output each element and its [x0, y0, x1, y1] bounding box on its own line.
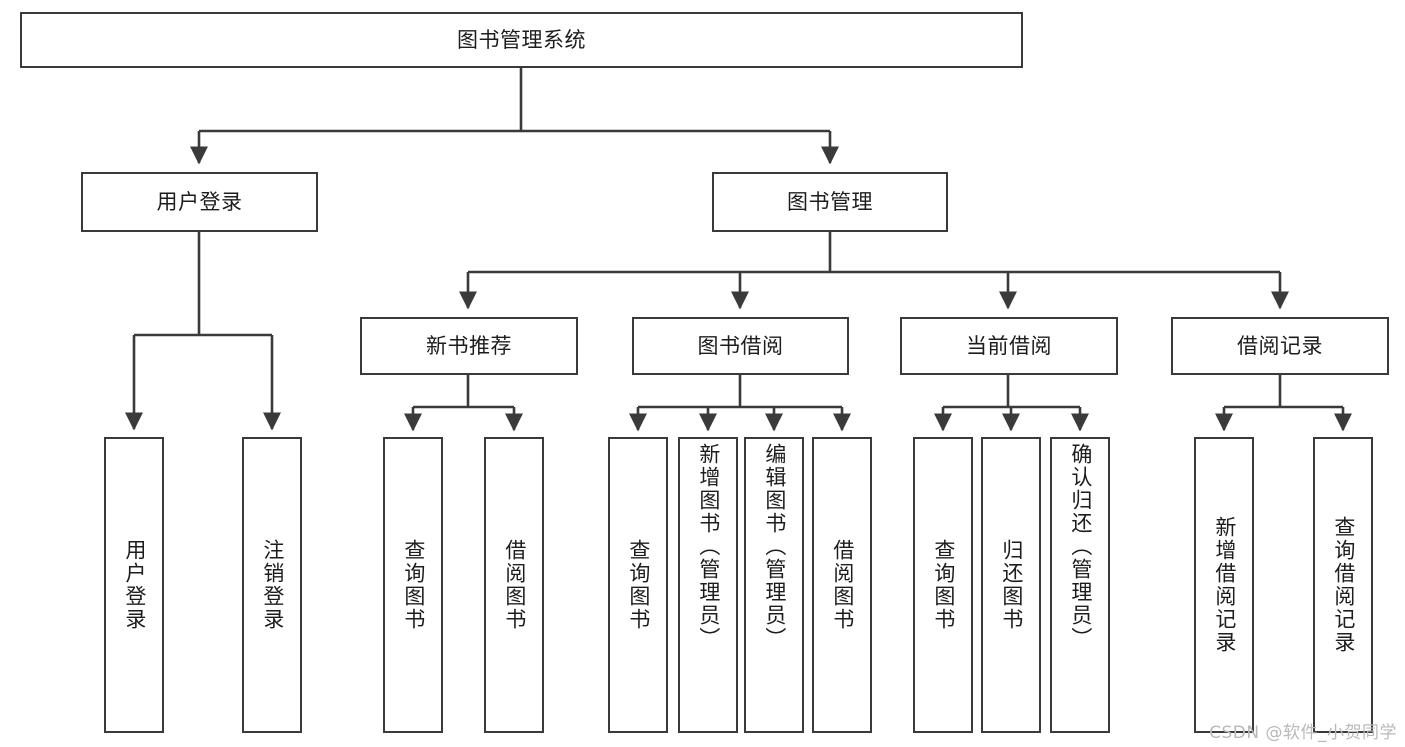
- node-leaf-add-book-label: 新增图书（管理员）: [696, 443, 721, 650]
- node-borrow-record-label: 借阅记录: [1237, 333, 1323, 358]
- node-leaf-user-login-label: 用户登录: [122, 539, 147, 631]
- node-leaf-query-book-2[interactable]: 查询图书: [608, 437, 668, 733]
- node-leaf-return-book[interactable]: 归还图书: [981, 437, 1041, 733]
- node-leaf-add-record-label: 新增借阅记录: [1212, 516, 1237, 654]
- node-leaf-query-book-3[interactable]: 查询图书: [913, 437, 973, 733]
- node-root-label: 图书管理系统: [457, 27, 586, 52]
- node-current-borrow-label: 当前借阅: [966, 333, 1052, 358]
- node-leaf-borrow-book-1-label: 借阅图书: [502, 539, 527, 631]
- node-leaf-borrow-book-2-label: 借阅图书: [830, 539, 855, 631]
- node-leaf-query-record[interactable]: 查询借阅记录: [1313, 437, 1373, 733]
- node-book-manage[interactable]: 图书管理: [712, 172, 948, 232]
- node-leaf-logout-label: 注销登录: [260, 539, 285, 631]
- node-new-book-rec-label: 新书推荐: [426, 333, 512, 358]
- node-leaf-query-record-label: 查询借阅记录: [1331, 516, 1356, 654]
- node-current-borrow[interactable]: 当前借阅: [900, 317, 1118, 375]
- node-new-book-rec[interactable]: 新书推荐: [360, 317, 578, 375]
- node-leaf-query-book-1[interactable]: 查询图书: [383, 437, 443, 733]
- node-leaf-borrow-book-1[interactable]: 借阅图书: [484, 437, 544, 733]
- watermark-text: CSDN @软件_小贺同学: [1209, 723, 1397, 743]
- node-borrow-record[interactable]: 借阅记录: [1171, 317, 1389, 375]
- node-leaf-return-book-label: 归还图书: [999, 539, 1024, 631]
- node-leaf-borrow-book-2[interactable]: 借阅图书: [812, 437, 872, 733]
- node-leaf-query-book-2-label: 查询图书: [626, 539, 651, 631]
- node-root[interactable]: 图书管理系统: [20, 12, 1023, 68]
- node-leaf-query-book-3-label: 查询图书: [931, 539, 956, 631]
- node-leaf-confirm-return-label: 确认归还（管理员）: [1068, 443, 1093, 650]
- node-leaf-user-login[interactable]: 用户登录: [104, 437, 164, 733]
- node-book-borrow-label: 图书借阅: [697, 333, 784, 358]
- node-user-login-label: 用户登录: [156, 189, 243, 214]
- node-user-login[interactable]: 用户登录: [81, 172, 318, 232]
- node-leaf-edit-book-label: 编辑图书（管理员）: [762, 443, 787, 650]
- node-leaf-edit-book[interactable]: 编辑图书（管理员）: [744, 437, 804, 733]
- node-book-borrow[interactable]: 图书借阅: [632, 317, 849, 375]
- node-leaf-logout[interactable]: 注销登录: [242, 437, 302, 733]
- node-leaf-add-book[interactable]: 新增图书（管理员）: [678, 437, 738, 733]
- node-leaf-add-record[interactable]: 新增借阅记录: [1194, 437, 1254, 733]
- node-leaf-query-book-1-label: 查询图书: [401, 539, 426, 631]
- node-leaf-confirm-return[interactable]: 确认归还（管理员）: [1050, 437, 1110, 733]
- node-book-manage-label: 图书管理: [787, 189, 873, 214]
